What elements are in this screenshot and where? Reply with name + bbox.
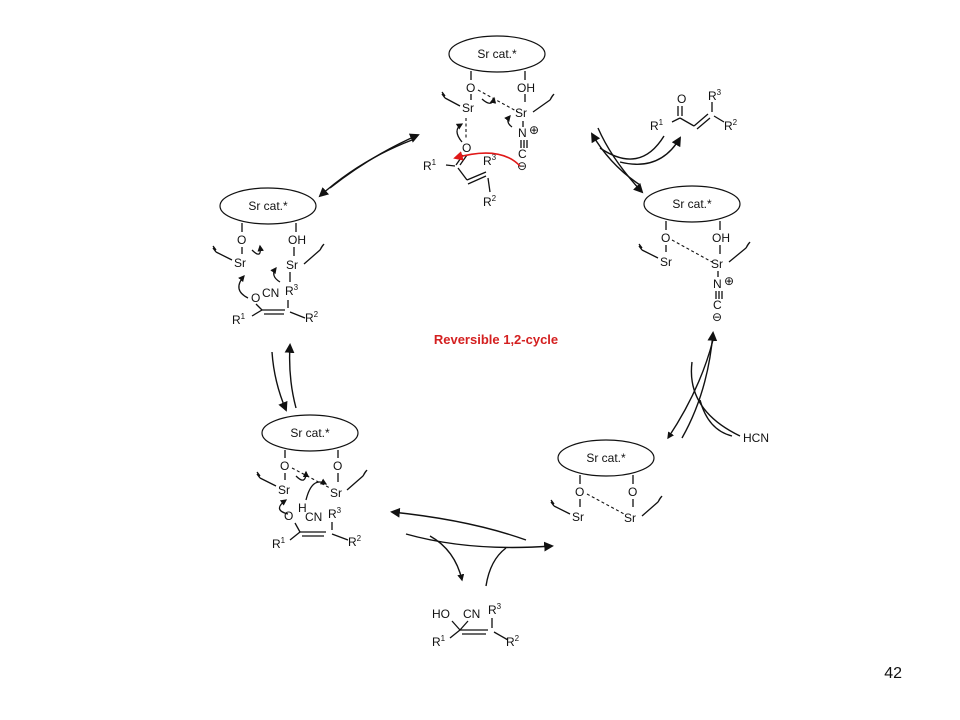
substituent-r2: R2 <box>348 534 362 549</box>
atom-sr: Sr <box>515 106 527 120</box>
arrow-reverse <box>681 331 718 439</box>
atom-o: O <box>466 81 475 95</box>
atom-o: O <box>462 141 471 155</box>
complex-top: Sr cat.* O OH Sr Sr N ⊕ C ⊖ O R1 R3 R2 <box>423 35 555 209</box>
substituent-r1: R1 <box>650 118 664 133</box>
complex-right: Sr cat.* O OH Sr Sr N ⊕ C ⊖ <box>638 185 751 324</box>
atom-sr: Sr <box>624 511 636 525</box>
charge-minus: ⊖ <box>517 159 527 173</box>
atom-sr: Sr <box>660 255 672 269</box>
arrow-reverse <box>591 132 641 186</box>
substituent-r2: R2 <box>724 118 738 133</box>
substituent-r2: R2 <box>305 310 319 325</box>
atom-h: H <box>298 501 307 515</box>
charge-minus: ⊖ <box>712 310 722 324</box>
substituent-r2: R2 <box>506 634 520 649</box>
catalyst-ellipse <box>219 187 317 225</box>
atom-c: C <box>713 298 722 312</box>
atom-oh: OH <box>288 233 306 247</box>
substituent-r1: R1 <box>232 312 246 327</box>
arrow-forward <box>667 339 714 440</box>
product-entry-curve <box>485 547 507 587</box>
atom-o: O <box>333 459 342 473</box>
catalyst-label: Sr cat.* <box>672 197 712 211</box>
cycle-title: Reversible 1,2-cycle <box>434 332 558 347</box>
cyanide-attack-arrow <box>453 151 521 167</box>
atom-sr: Sr <box>286 258 298 272</box>
atom-o: O <box>677 92 686 106</box>
catalyst-ellipse <box>557 439 655 477</box>
product-release-curve <box>429 535 465 582</box>
atom-c: C <box>518 147 527 161</box>
arrow-reverse <box>284 343 297 409</box>
charge-plus: ⊕ <box>724 274 734 288</box>
charge-plus: ⊕ <box>529 123 539 137</box>
group-cn: CN <box>262 286 279 300</box>
arrow-forward <box>597 127 644 194</box>
substituent-r3: R3 <box>285 283 299 298</box>
atom-o: O <box>628 485 637 499</box>
substituent-r3: R3 <box>483 153 497 168</box>
hcn-curve <box>690 361 741 437</box>
page-number: 42 <box>884 665 902 682</box>
hcn-label: HCN <box>743 431 769 445</box>
arrow-reverse <box>390 507 527 541</box>
substituent-r1: R1 <box>432 634 446 649</box>
arrow-forward <box>318 139 413 198</box>
atom-o: O <box>661 231 670 245</box>
enone-entry-curve <box>599 135 665 160</box>
atom-o: O <box>251 291 260 305</box>
atom-n: N <box>518 126 527 140</box>
atom-sr: Sr <box>711 257 723 271</box>
group-cn: CN <box>305 510 322 524</box>
catalyst-label: Sr cat.* <box>248 199 288 213</box>
arrow-reverse <box>329 133 420 189</box>
atom-o: O <box>237 233 246 247</box>
substituent-r1: R1 <box>272 536 286 551</box>
catalyst-label: Sr cat.* <box>477 47 517 61</box>
atom-sr: Sr <box>234 256 246 270</box>
atom-oh: OH <box>517 81 535 95</box>
catalyst-ellipse <box>261 414 359 452</box>
substituent-r3: R3 <box>708 88 722 103</box>
atom-sr: Sr <box>330 486 342 500</box>
group-cn: CN <box>463 607 480 621</box>
complex-bottom-right: Sr cat.* O O Sr Sr <box>550 439 663 525</box>
substituent-r1: R1 <box>423 158 437 173</box>
arrow-forward <box>405 533 554 552</box>
atom-o: O <box>280 459 289 473</box>
hcn-curve <box>699 399 733 437</box>
arrow-forward <box>271 351 288 412</box>
atom-sr: Sr <box>572 510 584 524</box>
atom-oh: OH <box>712 231 730 245</box>
enone-exit-curve <box>619 136 681 165</box>
catalyst-ellipse <box>643 185 741 223</box>
group-ho: HO <box>432 607 450 621</box>
atom-sr: Sr <box>278 483 290 497</box>
substituent-r3: R3 <box>488 602 502 617</box>
enone-reactant: O R1 R3 R2 <box>650 88 738 133</box>
atom-o: O <box>284 509 293 523</box>
catalyst-ellipse <box>448 35 546 73</box>
cyanohydrin-product: HO CN R3 R1 R2 <box>432 602 520 649</box>
substituent-r2: R2 <box>483 194 497 209</box>
atom-o: O <box>575 485 584 499</box>
catalyst-label: Sr cat.* <box>586 451 626 465</box>
atom-sr: Sr <box>462 101 474 115</box>
complex-left-upper: Sr cat.* O OH Sr Sr O CN R3 R1 R2 <box>212 187 325 327</box>
atom-n: N <box>713 277 722 291</box>
complex-left-lower: Sr cat.* O O Sr Sr H O CN R3 R1 R2 <box>256 414 368 551</box>
substituent-r3: R3 <box>328 506 342 521</box>
catalyst-label: Sr cat.* <box>290 426 330 440</box>
